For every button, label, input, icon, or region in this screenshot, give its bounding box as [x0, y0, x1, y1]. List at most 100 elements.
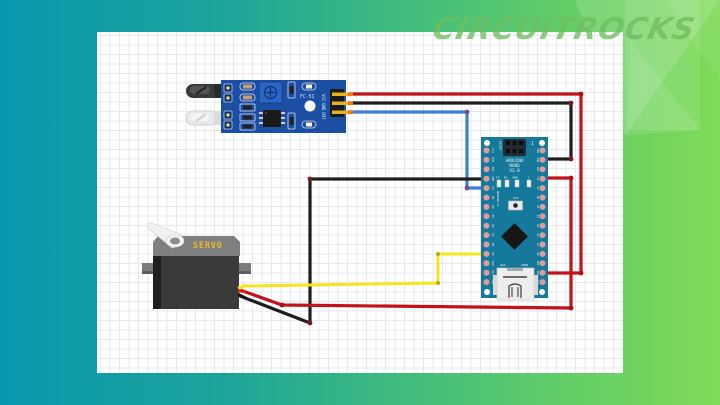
arduino-nano[interactable]: ICSP 1 ARDUINO NANO V3.0 TX RX PWR L ARD… — [481, 137, 548, 301]
smd-components — [287, 81, 296, 130]
nano-pin-label: A1 — [536, 243, 540, 247]
nano-pin-label: D2 — [491, 187, 495, 191]
servo-body — [153, 252, 239, 309]
nano-side-label: ARDUINO.CC — [496, 191, 500, 207]
usb-origin-label: USA — [500, 263, 506, 267]
comparator-chip — [259, 110, 285, 127]
wire-servo-signal-yellow[interactable] — [238, 252, 488, 290]
bend-dot — [279, 302, 285, 308]
nano-pin-left-d12[interactable] — [483, 279, 490, 286]
nano-pin-label: RX0 — [491, 158, 495, 163]
nano-led-labels: TX RX PWR L — [496, 176, 530, 180]
servo-motor[interactable]: SERVO — [142, 222, 251, 309]
nano-pin-right-gnd[interactable] — [539, 156, 546, 163]
wire-sensor-vcc-red[interactable] — [348, 92, 583, 275]
led-label-pwr: PWR — [513, 176, 519, 180]
nano-pin-label: A2 — [536, 234, 540, 238]
nano-pin-label: D6 — [491, 224, 495, 228]
bend-dot — [464, 109, 470, 115]
nano-pin-left-d4[interactable] — [483, 203, 490, 210]
sensor-pin-out[interactable] — [332, 110, 352, 115]
nano-pin-label: A5 — [536, 205, 540, 209]
nano-pin-left-tx1[interactable] — [483, 147, 490, 154]
nano-pin-label: A7 — [536, 187, 540, 191]
icsp-pin1-label: 1 — [531, 141, 534, 147]
wire-sensor-gnd-black[interactable] — [348, 101, 573, 161]
nano-pin-right-vin[interactable] — [539, 147, 546, 154]
nano-pin-label: GND — [491, 176, 495, 181]
nano-pin-left-d3[interactable] — [483, 194, 490, 201]
nano-pin-label: D5 — [491, 215, 495, 219]
nano-pin-left-d2[interactable] — [483, 185, 490, 192]
nano-pin-right-d13[interactable] — [539, 279, 546, 286]
sensor-pin-vcc[interactable] — [332, 92, 352, 97]
wire-servo-gnd-black[interactable] — [238, 177, 488, 325]
icsp-header — [503, 139, 526, 156]
mini-usb-connector[interactable] — [493, 267, 538, 301]
nano-pin-left-d8[interactable] — [483, 241, 490, 248]
nano-pin-right-a0[interactable] — [539, 250, 546, 257]
icsp-label: ICSP — [498, 141, 502, 150]
nano-pin-right-a7[interactable] — [539, 185, 546, 192]
nano-title-nano: NANO — [509, 163, 520, 169]
nano-pin-right-a4[interactable] — [539, 213, 546, 220]
nano-pin-left-d11[interactable] — [483, 269, 490, 276]
nano-pin-right-ref[interactable] — [539, 260, 546, 267]
ir-emitter-led — [185, 110, 222, 126]
nano-pin-left-d7[interactable] — [483, 232, 490, 239]
nano-pin-label: D10 — [491, 261, 495, 266]
sensor-header-pins[interactable] — [332, 92, 352, 115]
nano-pin-label: GND — [536, 158, 540, 163]
nano-title-arduino: ARDUINO — [505, 158, 524, 164]
sensor-pin-gnd[interactable] — [332, 101, 352, 106]
nano-pin-left-d9[interactable] — [483, 250, 490, 257]
servo-horn[interactable] — [147, 222, 185, 249]
led-label-rx: RX — [504, 176, 508, 180]
ir-sensor-module[interactable]: FC-51 VCC GND OUT — [185, 80, 353, 133]
bend-dot — [578, 91, 584, 97]
nano-pin-label: D8 — [491, 243, 495, 247]
nano-pin-label: 3V3 — [536, 270, 540, 275]
bend-dot — [568, 175, 574, 181]
nano-pin-left-d5[interactable] — [483, 213, 490, 220]
nano-pin-left-d6[interactable] — [483, 222, 490, 229]
nano-status-leds — [496, 179, 532, 188]
reset-button[interactable] — [508, 200, 523, 211]
ir-receiver-led — [186, 84, 222, 98]
bend-dot — [436, 281, 440, 285]
nano-pin-left-d10[interactable] — [483, 260, 490, 267]
bend-dot — [307, 320, 313, 326]
sensor-pin-label-vcc: VCC — [321, 94, 326, 102]
nano-pin-label: D4 — [491, 205, 495, 209]
nano-pin-right-3v3[interactable] — [539, 269, 546, 276]
wires — [238, 91, 584, 326]
bend-dot — [568, 305, 574, 311]
nano-pin-right-a5[interactable] — [539, 203, 546, 210]
nano-pin-left-rx0[interactable] — [483, 156, 490, 163]
nano-pin-left-gnd[interactable] — [483, 175, 490, 182]
nano-pin-label: A0 — [536, 252, 540, 256]
nano-pin-label: A4 — [536, 215, 540, 219]
nano-pin-label: A3 — [536, 224, 540, 228]
nano-pin-left-rst[interactable] — [483, 166, 490, 173]
nano-pin-label: D11 — [491, 270, 495, 275]
potentiometer — [258, 81, 283, 104]
bend-dot — [568, 156, 574, 162]
wire-sensor-out-blue[interactable] — [348, 110, 488, 190]
nano-pin-right-5v[interactable] — [539, 175, 546, 182]
nano-pin-right-a1[interactable] — [539, 241, 546, 248]
schematic-canvas — [97, 32, 623, 373]
nano-pin-right-a3[interactable] — [539, 222, 546, 229]
nano-title-version: V3.0 — [509, 168, 520, 174]
nano-pin-right-a6[interactable] — [539, 194, 546, 201]
led-label-l: L — [528, 176, 530, 180]
nano-pin-label: D12 — [491, 280, 495, 285]
nano-pin-right-a2[interactable] — [539, 232, 546, 239]
nano-mounting-holes — [484, 140, 545, 295]
bend-dot — [578, 270, 584, 276]
nano-pin-right-rst[interactable] — [539, 166, 546, 173]
servo-mounting-tab-left — [142, 263, 158, 274]
sensor-mounting-hole — [304, 100, 316, 112]
nano-pin-label: 5V — [536, 177, 540, 181]
